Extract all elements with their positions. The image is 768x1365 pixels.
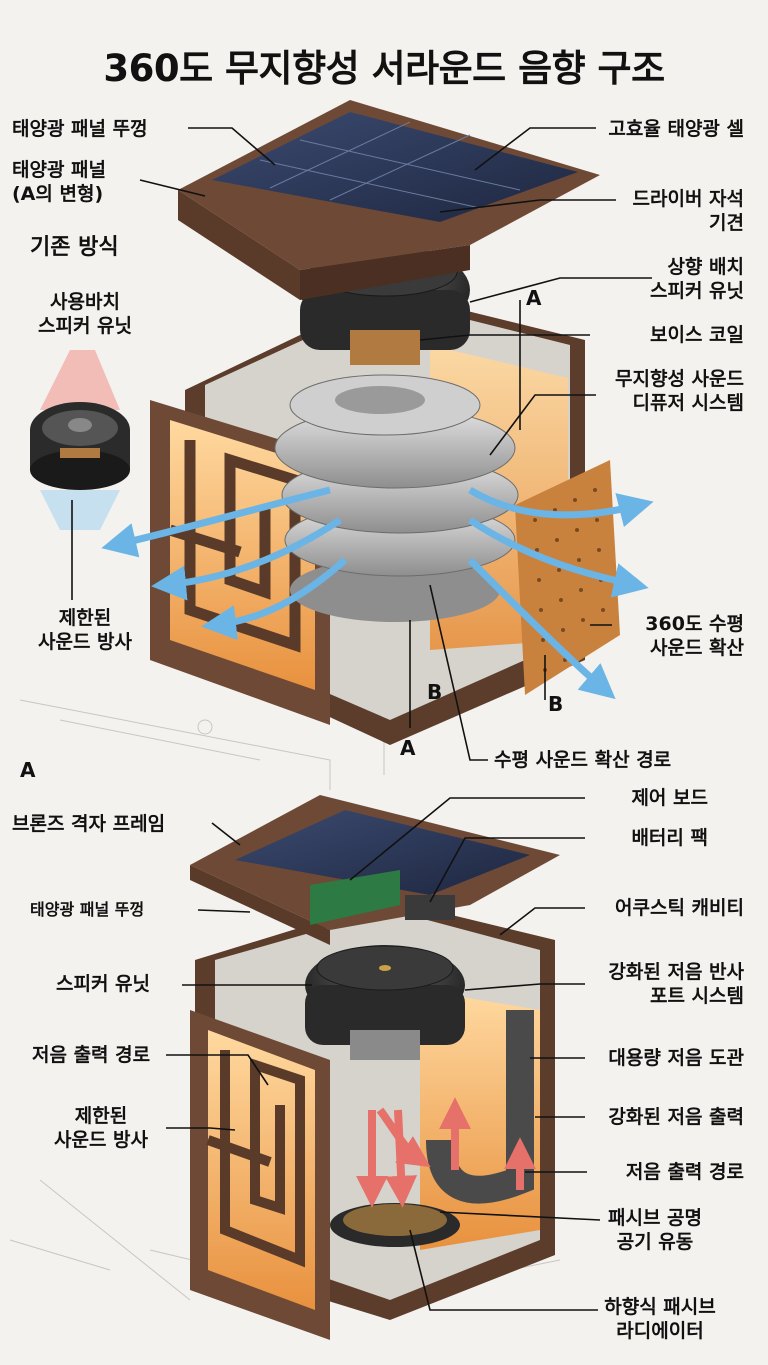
control-board [310,870,400,925]
label-solar-lid: 태양광 패널 뚜껑 [12,118,148,140]
marker-b-left: B [427,680,443,704]
label-enhanced-bass: 강화된 저음 출력 [608,1106,744,1128]
top-assembly [101,100,654,745]
marker-a-bottom: A [400,736,416,760]
marker-a-right: A [526,286,542,310]
solar-panel-top [212,112,578,222]
battery-pack [405,895,455,920]
sound-arrows-top [101,486,654,700]
label-passive-radiator: 하향식 패시브 라디에이터 [604,1296,716,1342]
label-omni-diffuser: 무지향성 사운드 디퓨저 시스템 [615,368,744,414]
marker-section-a: A [20,758,36,782]
label-voice-coil: 보이스 코일 [649,324,744,346]
label-conventional-method: 기존 방식 [30,235,119,260]
leader-lines [71,127,652,1311]
label-bass-path-right: 저음 출력 경로 [625,1161,744,1183]
bottom-assembly [190,795,560,1340]
label-reflex-port: 강화된 저음 반사 포트 시스템 [608,961,744,1007]
label-bronze-frame: 브론즈 격자 프레임 [12,813,166,835]
label-horizontal-spread: 360도 수평 사운드 확산 [645,613,744,659]
label-bass-tube: 대용량 저음 도관 [608,1047,744,1069]
label-limited-radiation-bottom: 제한된 사운드 방사 [53,1105,148,1151]
label-cavity: 어쿠스틱 캐비티 [615,897,744,919]
label-solar-lid-bottom: 태양광 패널 뚜껑 [30,900,145,919]
marker-b-right: B [548,692,564,716]
label-driver-magnet: 드라이버 자석 기견 [632,188,745,234]
label-high-eff-cell: 고효율 태양광 셀 [608,118,744,140]
conventional-speaker [30,350,130,530]
label-control-board: 제어 보드 [631,787,708,809]
page-title: 360도 무지향성 서라운드 음향 구조 [103,47,665,90]
bass-arrows [356,1097,536,1208]
label-solar-panel-variant: 태양광 패널 (A의 변형) [12,159,107,205]
label-speaker-unit: 스피커 유닛 [56,973,151,995]
label-horizontal-path: 수평 사운드 확산 경로 [494,749,672,771]
label-passive-air: 패시브 공명 공기 유동 [607,1207,702,1253]
label-upward-unit: 상향 배치 스피커 유닛 [649,256,744,302]
label-battery: 배터리 팩 [631,827,708,849]
label-bass-path-left: 저음 출력 경로 [32,1044,151,1066]
label-limited-radiation-top: 제한된 사운드 방사 [37,607,132,653]
perforated-plate [515,460,620,695]
label-upward-speaker: 사용바치 스피커 유닛 [37,291,132,337]
